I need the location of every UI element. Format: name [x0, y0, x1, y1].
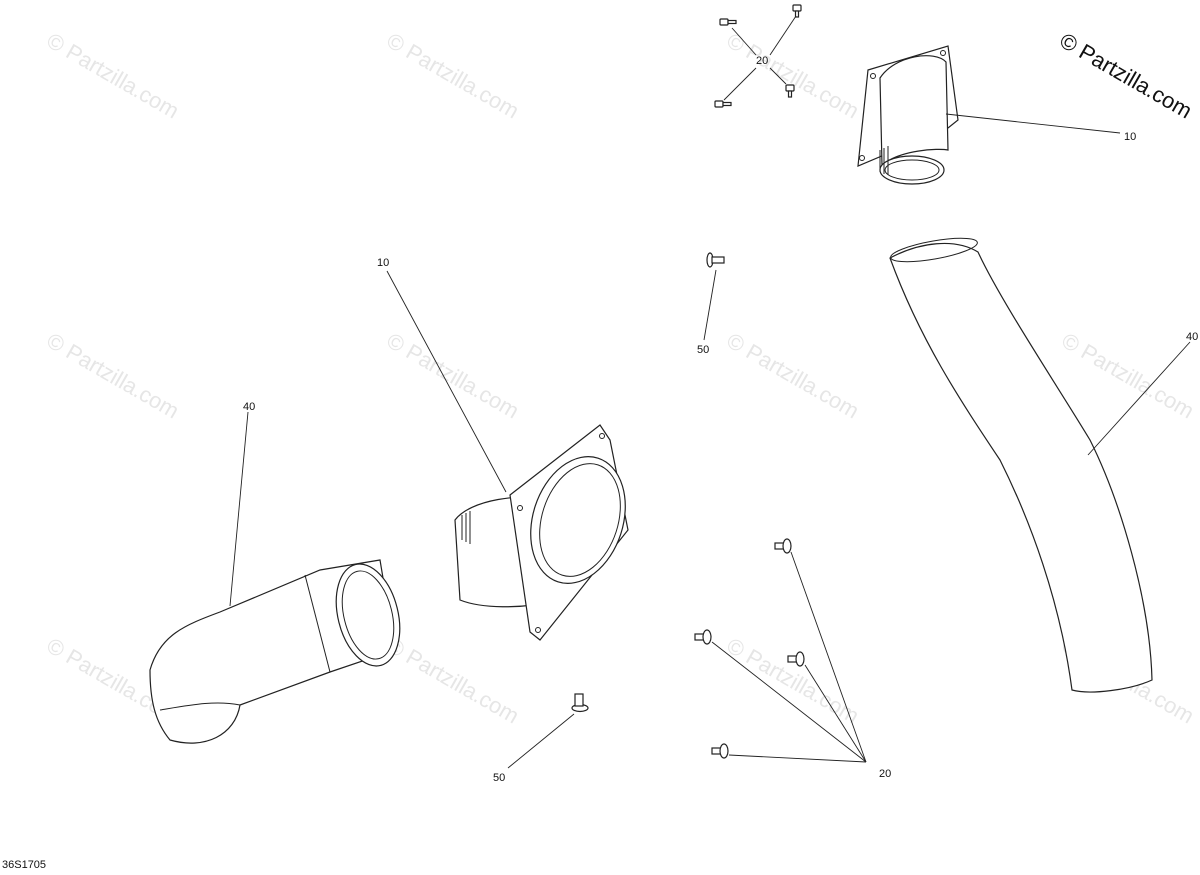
callout-50-lower: 50 — [493, 772, 505, 784]
callout-10-top: 10 — [1124, 131, 1136, 143]
watermark: © Partzilla.com — [383, 633, 524, 729]
watermark: © Partzilla.com — [723, 328, 864, 424]
callout-20-lower: 20 — [879, 768, 891, 780]
watermark: © Partzilla.com — [43, 28, 184, 124]
top-adapter-part[interactable] — [857, 45, 959, 185]
callout-10-center: 10 — [377, 257, 389, 269]
top-bolts-part[interactable]: 20 — [714, 4, 802, 108]
lower-bolts-part[interactable]: 20 — [694, 538, 891, 780]
watermark: © Partzilla.com — [43, 328, 184, 424]
upper-screw-part[interactable]: 50 — [697, 252, 725, 356]
center-adapter-part[interactable] — [454, 424, 641, 641]
watermark: © Partzilla.com — [383, 28, 524, 124]
watermark: © Partzilla.com — [723, 28, 864, 124]
watermark: © Partzilla.com — [723, 633, 864, 729]
callout-20-top: 20 — [756, 55, 768, 67]
brand-watermark: © Partzilla.com — [1056, 28, 1197, 124]
lower-screw-part[interactable]: 50 — [493, 693, 589, 784]
watermark: © Partzilla.com — [383, 328, 524, 424]
watermark: © Partzilla.com — [1058, 328, 1199, 424]
right-hose-part[interactable]: 40 — [889, 233, 1198, 693]
left-hose-part[interactable]: 40 — [149, 401, 410, 744]
callout-40-right: 40 — [1186, 331, 1198, 343]
callout-40-left: 40 — [243, 401, 255, 413]
drawing-id: 36S1705 — [2, 859, 46, 871]
callout-50-upper: 50 — [697, 344, 709, 356]
